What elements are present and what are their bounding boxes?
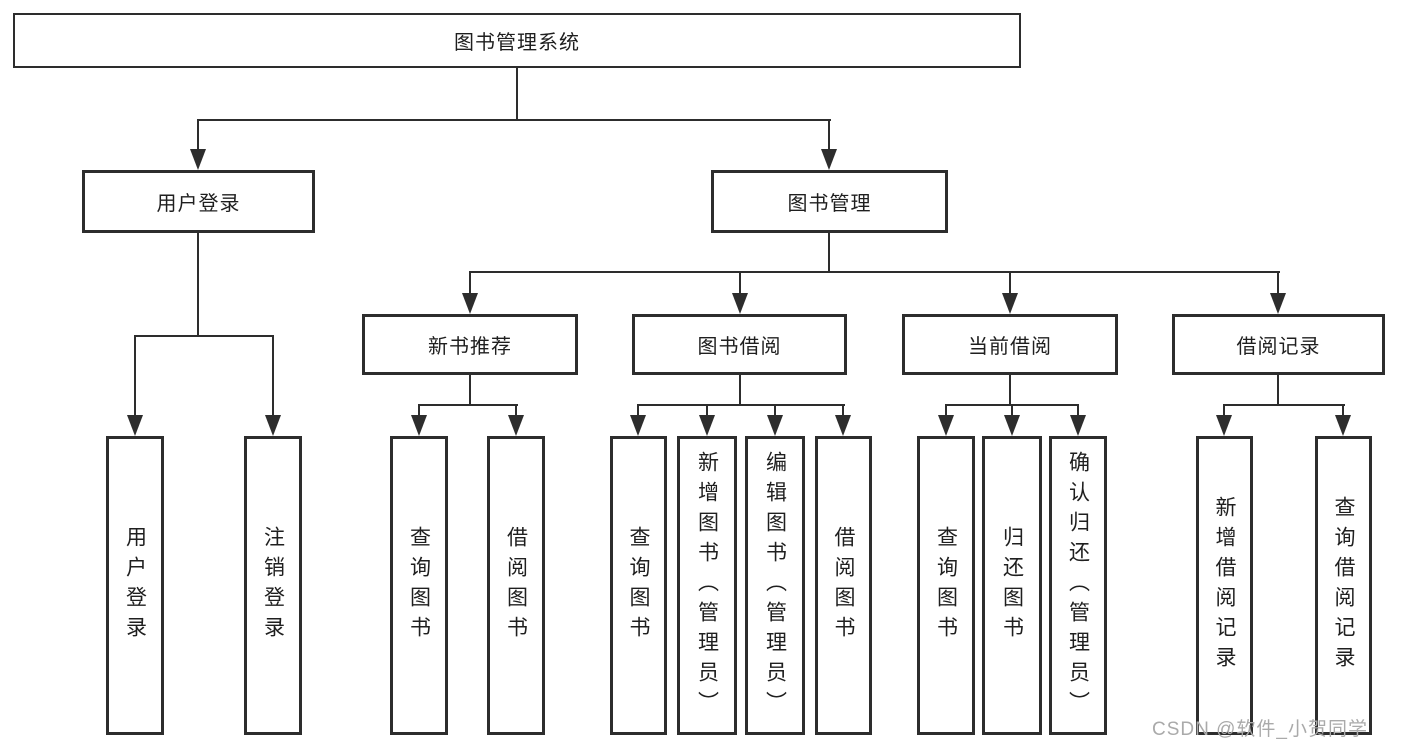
edge-line [945,404,1079,406]
edge-line [1223,406,1225,417]
edge-line [774,406,776,417]
edge-line [945,406,947,417]
leaf-add-books-admin: 新增图书（管理员） [677,436,737,735]
node-label: 新增图书（管理员） [695,450,719,721]
edge-line [134,335,274,337]
leaf-return-books: 归还图书 [982,436,1042,735]
edge-line [1223,404,1345,406]
leaf-borrow-books-borrowing: 借阅图书 [815,436,872,735]
edge-line [418,404,518,406]
edge-line [739,375,741,406]
edge-line [637,404,845,406]
node-label: 查询图书 [627,525,650,646]
arrowhead-icon [462,293,478,314]
node-label: 编辑图书（管理员） [763,450,787,721]
arrowhead-icon [699,415,715,436]
leaf-query-books-borrowing: 查询图书 [610,436,667,735]
leaf-query-books-current: 查询图书 [917,436,975,735]
edge-line [197,121,199,152]
node-label: 图书管理 [787,193,872,215]
edge-line [469,271,1280,273]
node-label: 新增借阅记录 [1213,495,1236,676]
arrowhead-icon [127,415,143,436]
edge-line [469,273,471,295]
edge-line [1011,406,1013,417]
edge-line [1009,375,1011,406]
edge-line [1342,406,1344,417]
edge-line [1077,406,1079,417]
arrowhead-icon [732,293,748,314]
edge-line [134,337,136,417]
arrowhead-icon [1002,293,1018,314]
arrowhead-icon [1070,415,1086,436]
edge-line [272,337,274,417]
node-user-login: 用户登录 [82,170,315,233]
node-current-borrowing: 当前借阅 [902,314,1118,375]
leaf-add-borrow-record: 新增借阅记录 [1196,436,1253,735]
leaf-confirm-return-admin: 确认归还（管理员） [1049,436,1107,735]
arrowhead-icon [835,415,851,436]
edge-line [418,406,420,417]
node-label: 查询图书 [934,525,958,646]
leaf-user-login: 用户登录 [106,436,164,735]
node-label: 新书推荐 [428,336,512,358]
arrowhead-icon [821,149,837,170]
node-label: 查询借阅记录 [1332,495,1355,676]
arrowhead-icon [1004,415,1020,436]
arrowhead-icon [1335,415,1351,436]
node-label: 查询图书 [407,525,431,646]
node-book-borrowing: 图书借阅 [632,314,847,375]
arrowhead-icon [508,415,524,436]
node-label: 图书借阅 [697,336,782,358]
edge-line [515,406,517,417]
edge-line [1009,273,1011,295]
node-label: 当前借阅 [968,336,1052,358]
arrowhead-icon [190,149,206,170]
edge-line [828,121,830,152]
leaf-edit-books-admin: 编辑图书（管理员） [745,436,805,735]
node-label: 确认归还（管理员） [1066,450,1090,721]
arrowhead-icon [411,415,427,436]
edge-line [197,233,199,337]
edge-line [197,119,831,121]
leaf-logout: 注销登录 [244,436,302,735]
node-label: 归还图书 [1000,525,1024,646]
edge-line [469,375,471,406]
node-label: 用户登录 [123,525,147,646]
arrowhead-icon [938,415,954,436]
leaf-query-books-recommend: 查询图书 [390,436,448,735]
edge-line [1277,273,1279,295]
node-borrow-records: 借阅记录 [1172,314,1385,375]
edge-line [637,406,639,417]
node-new-book-recommend: 新书推荐 [362,314,578,375]
node-label: 图书管理系统 [454,32,580,54]
edge-line [739,273,741,295]
arrowhead-icon [1270,293,1286,314]
edge-line [516,68,518,121]
leaf-borrow-books-recommend: 借阅图书 [487,436,545,735]
node-label: 用户登录 [156,193,241,215]
arrowhead-icon [630,415,646,436]
csdn-watermark: CSDN @软件_小贺同学 [1152,719,1368,740]
arrowhead-icon [1216,415,1232,436]
node-label: 注销登录 [261,525,285,646]
arrowhead-icon [767,415,783,436]
edge-line [828,233,830,273]
node-label: 借阅记录 [1236,336,1321,358]
node-label: 借阅图书 [832,525,855,646]
arrowhead-icon [265,415,281,436]
node-label: 借阅图书 [504,525,528,646]
leaf-query-borrow-record: 查询借阅记录 [1315,436,1372,735]
edge-line [1277,375,1279,406]
edge-line [842,406,844,417]
node-book-management: 图书管理 [711,170,948,233]
node-root: 图书管理系统 [13,13,1021,68]
edge-line [706,406,708,417]
